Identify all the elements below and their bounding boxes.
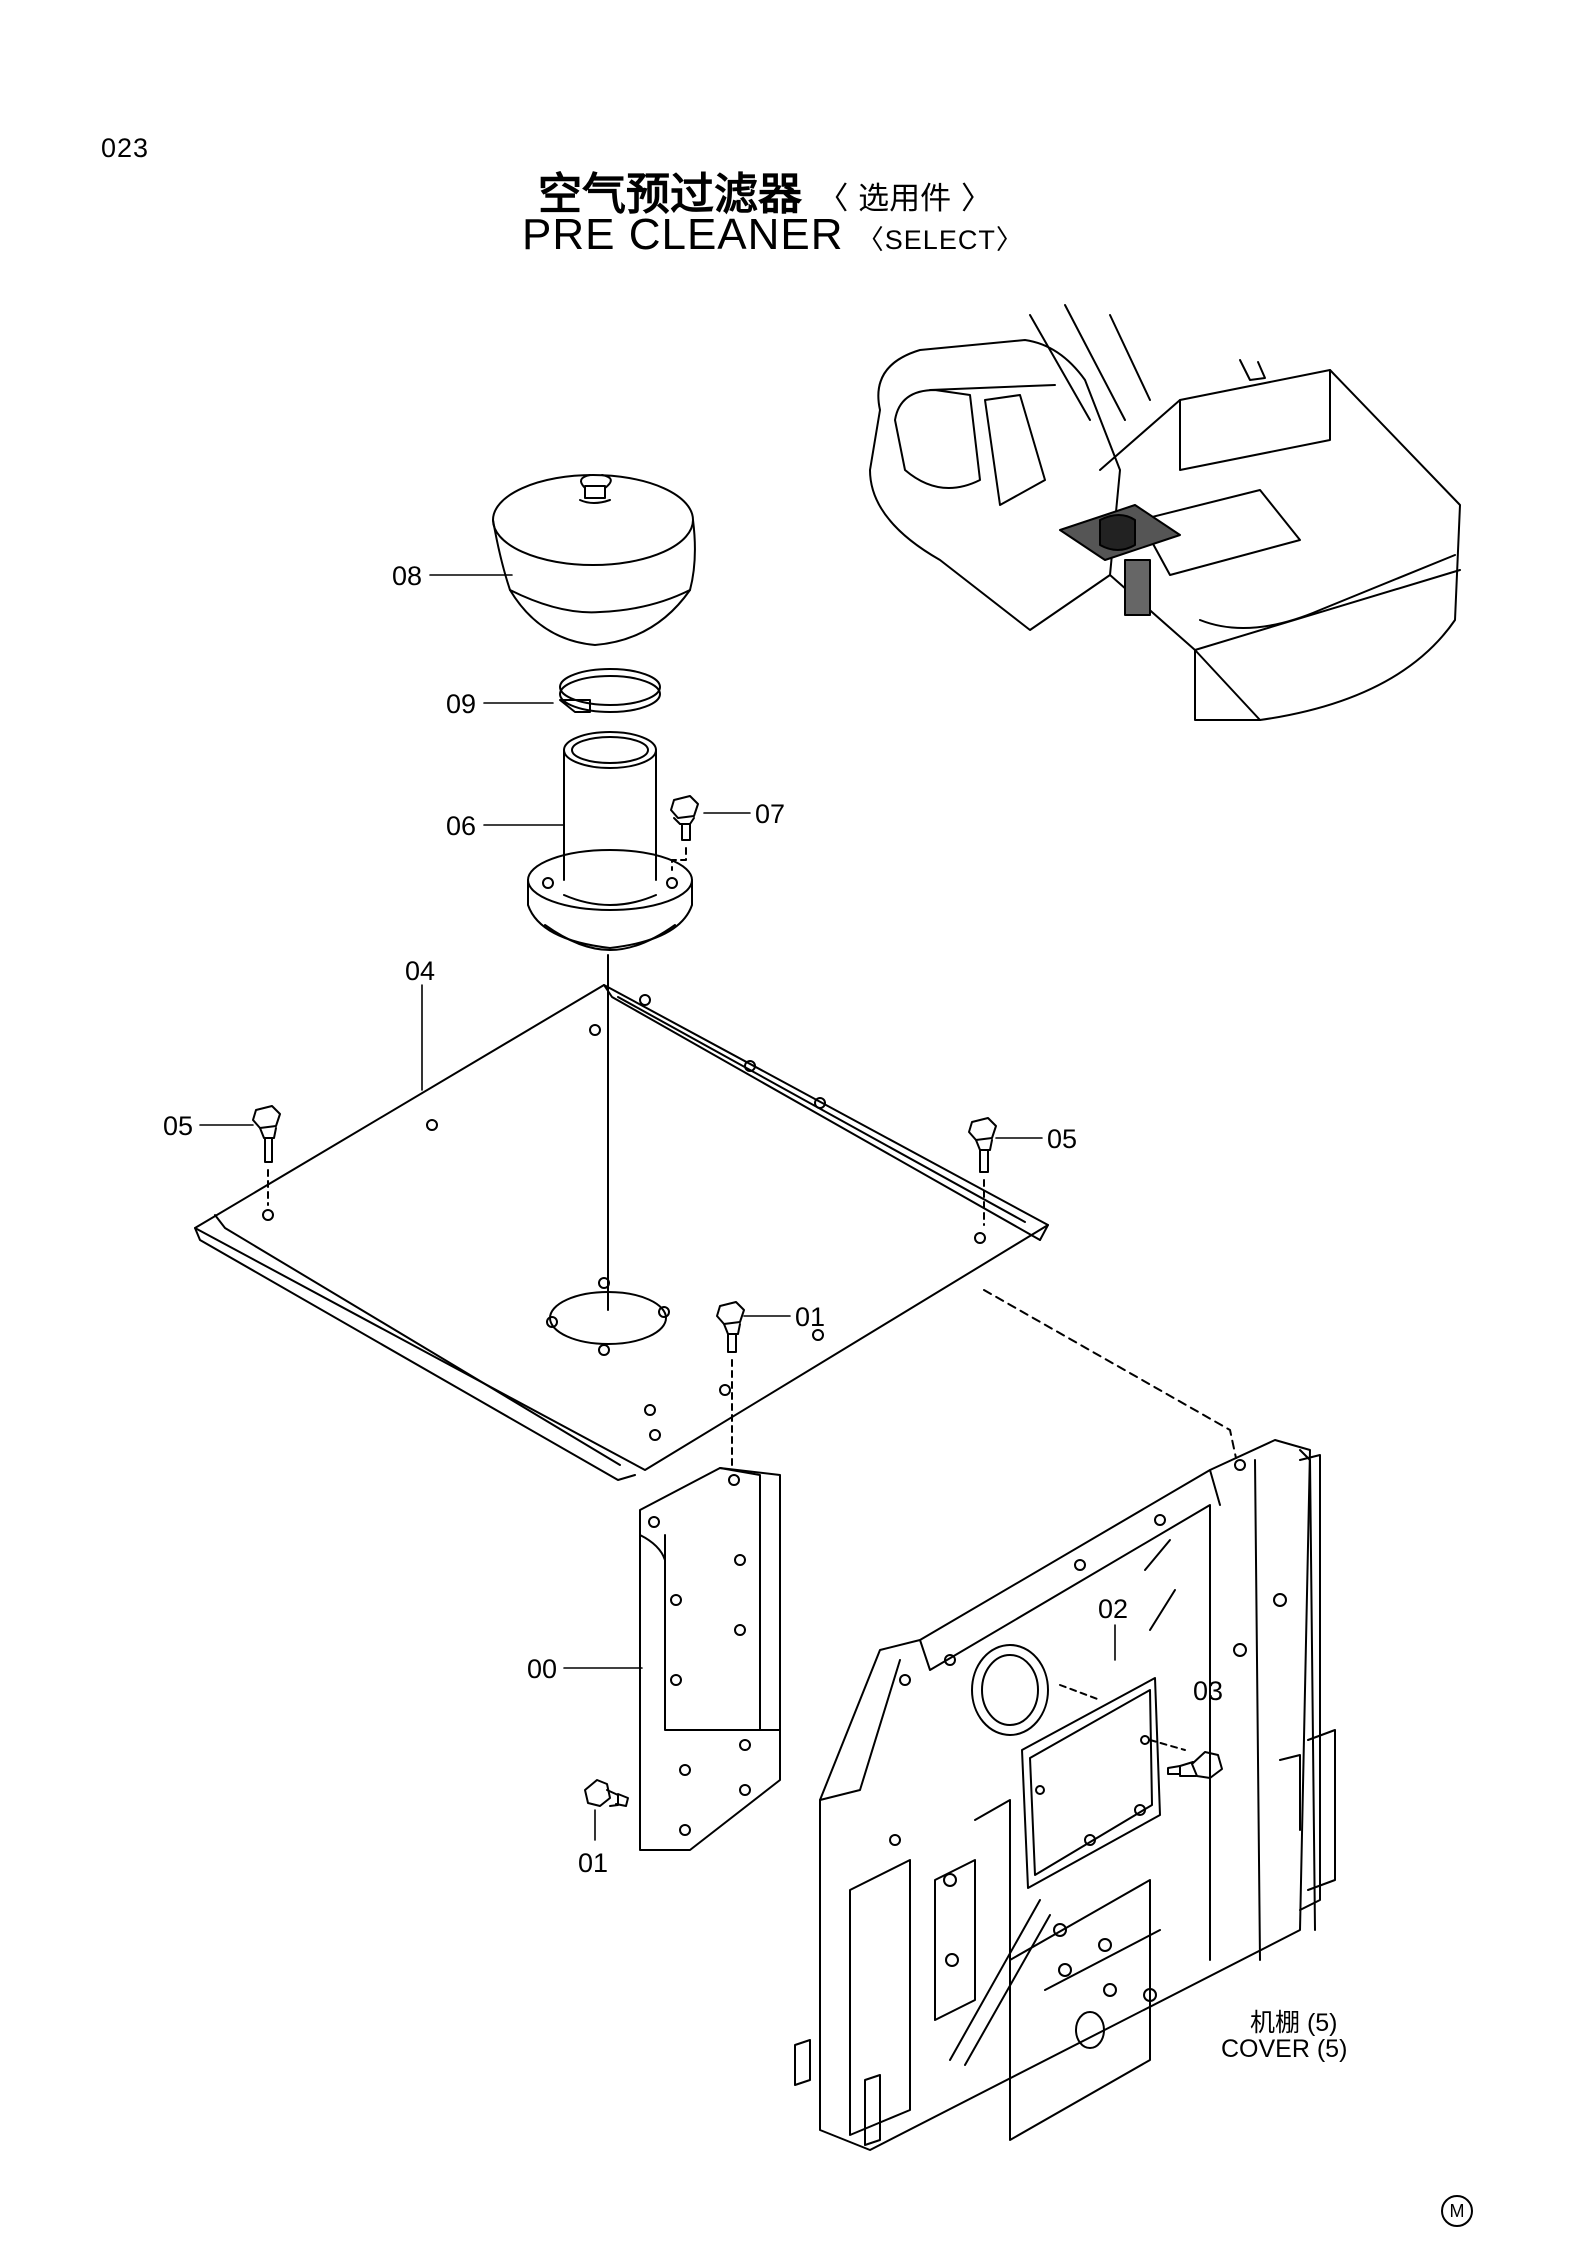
part-03-bolt: [1167, 1751, 1223, 1779]
part-04-plate: [194, 984, 1049, 1481]
page-number: 023: [101, 133, 150, 163]
callout-03: 03: [1193, 1676, 1223, 1706]
callout-02: 02: [1098, 1594, 1128, 1624]
part-08-cap: [492, 474, 696, 646]
title-chinese-main: 空气预过滤器: [538, 169, 802, 220]
callout-05-left: 05: [163, 1111, 193, 1141]
reference-note-english: COVER (5): [1221, 2035, 1348, 2063]
title-english-sub: 〈SELECT〉: [856, 225, 1024, 255]
title-chinese: 空气预过滤器 〈 选用件 〉: [538, 158, 992, 222]
title-chinese-sub: 〈 选用件 〉: [817, 181, 993, 217]
title-english-main: PRE CLEANER: [522, 210, 844, 259]
callout-05-right: 05: [1047, 1124, 1077, 1154]
callout-01-bottom: 01: [578, 1848, 608, 1878]
reference-note-chinese: 机棚 (5): [1250, 2009, 1338, 2037]
part-05-bolt-right: [968, 1117, 997, 1226]
callout-01-top: 01: [795, 1302, 825, 1332]
footer-mark: M: [1441, 2195, 1473, 2227]
callout-06: 06: [446, 811, 476, 841]
highlight-location: [1059, 504, 1181, 616]
callouts: 08 09 06 07 04 05 05 01 02 03 00 01: [163, 561, 1223, 1878]
callout-04: 04: [405, 956, 435, 986]
machine-overview: [869, 304, 1461, 721]
callout-09: 09: [446, 689, 476, 719]
part-02-gasket: [1021, 1677, 1186, 1889]
part-00-bracket: [639, 1467, 781, 1851]
part-06-tube: [527, 731, 693, 951]
part-01-bolt-top: [716, 1301, 745, 1466]
callout-00: 00: [527, 1654, 557, 1684]
callout-08: 08: [392, 561, 422, 591]
part-01-bolt-bottom: [584, 1779, 629, 1807]
connection-guide-line: [983, 1289, 1237, 1459]
cover-frame: [794, 1439, 1336, 2151]
part-09-clamp: [559, 668, 661, 713]
callout-07: 07: [755, 799, 785, 829]
title-english: PRE CLEANER 〈SELECT〉: [522, 210, 1024, 260]
part-05-bolt-left: [252, 1105, 281, 1206]
part-07-bolt: [670, 795, 699, 871]
leader-lines: [199, 574, 1211, 1841]
